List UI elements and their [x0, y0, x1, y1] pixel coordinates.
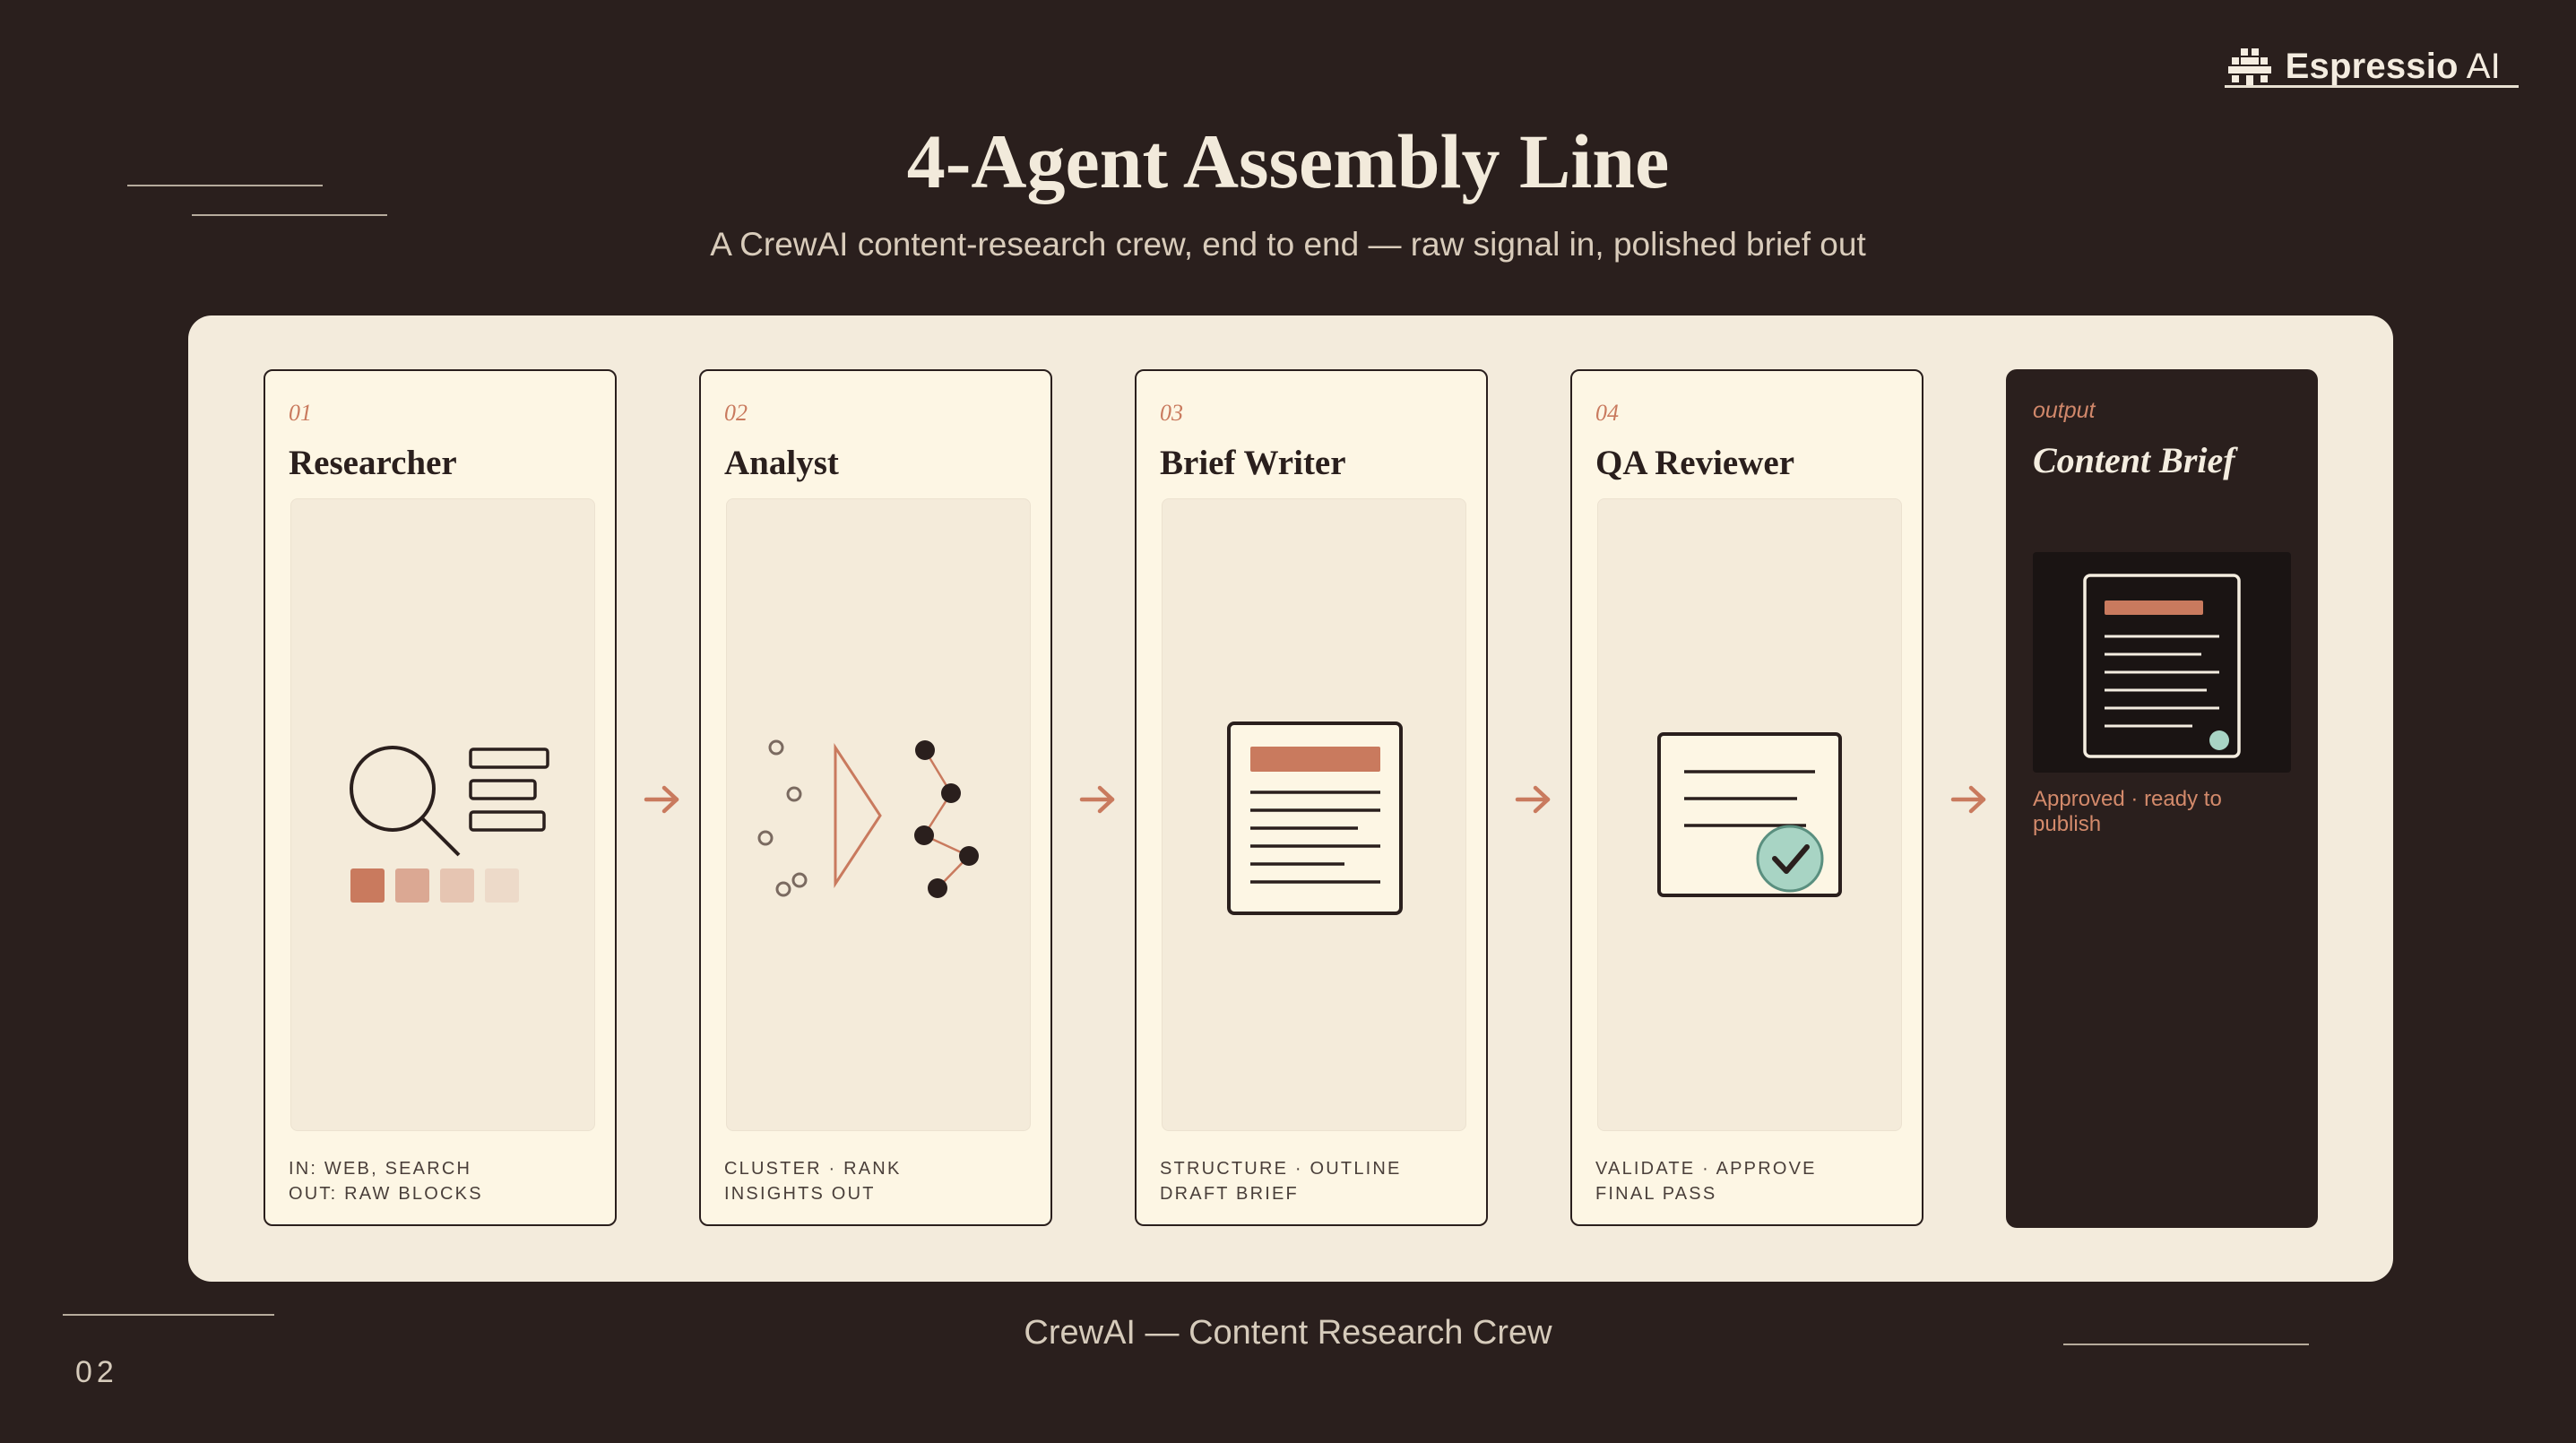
- agent-number: 03: [1160, 400, 1183, 426]
- agent-card-analyst: 02 Analyst: [699, 369, 1052, 1226]
- brand-name: Espressio AI: [2285, 47, 2501, 86]
- agent-number: 02: [724, 400, 748, 426]
- agent-io: VALIDATE · APPROVE FINAL PASS: [1595, 1156, 1817, 1206]
- agent-visual: [1597, 498, 1902, 1131]
- arrow-right-icon: [1515, 785, 1551, 814]
- output-name: Content Brief: [2033, 440, 2235, 480]
- agent-io-line: STRUCTURE · OUTLINE: [1160, 1159, 1402, 1179]
- arrow-right-icon: [1079, 785, 1115, 814]
- agent-visual: [1162, 498, 1466, 1131]
- agent-io-line: FINAL PASS: [1595, 1184, 1717, 1204]
- decorative-line: [192, 214, 387, 216]
- decorative-line: [63, 1314, 274, 1316]
- decorative-line: [2063, 1344, 2309, 1345]
- agent-io-line: CLUSTER · RANK: [724, 1159, 902, 1179]
- cluster-icon: [757, 739, 979, 898]
- page-number: 02: [75, 1355, 118, 1389]
- espressio-logo-icon: [2227, 48, 2271, 86]
- arrow-right-icon: [644, 785, 679, 814]
- decorative-line: [127, 185, 323, 186]
- agent-io: CLUSTER · RANK INSIGHTS OUT: [724, 1156, 902, 1206]
- brand-underline: [2225, 85, 2519, 88]
- output-visual: [2033, 552, 2291, 773]
- agent-io-line: DRAFT BRIEF: [1160, 1184, 1299, 1204]
- pipeline-board: 01 Researcher IN: WEB, SEARCH OUT: RAW B…: [188, 315, 2393, 1282]
- agent-name: Brief Writer: [1160, 444, 1346, 482]
- agent-io: STRUCTURE · OUTLINE DRAFT BRIEF: [1160, 1156, 1402, 1206]
- agent-visual: [726, 498, 1031, 1131]
- agent-io-line: INSIGHTS OUT: [724, 1184, 876, 1204]
- output-card: output Content Brief Approved · ready to…: [2006, 369, 2318, 1228]
- document-icon: [1227, 722, 1403, 915]
- output-status: Approved · ready to publish: [2033, 787, 2222, 836]
- approved-document-icon: [1657, 732, 1842, 897]
- agent-name: QA Reviewer: [1595, 444, 1795, 482]
- brand-logo: Espressio AI: [2227, 47, 2501, 87]
- page-subtitle: A CrewAI content-research crew, end to e…: [710, 226, 1866, 263]
- agent-number: 01: [289, 400, 312, 426]
- agent-visual: [290, 498, 595, 1131]
- arrow-right-icon: [1950, 785, 1986, 814]
- agent-io-line: VALIDATE · APPROVE: [1595, 1159, 1817, 1179]
- agent-io: IN: WEB, SEARCH OUT: RAW BLOCKS: [289, 1156, 483, 1206]
- content-brief-icon: [2083, 574, 2241, 758]
- page-title: 4-Agent Assembly Line: [906, 118, 1670, 204]
- agent-io-line: IN: WEB, SEARCH: [289, 1159, 472, 1179]
- agent-card-researcher: 01 Researcher IN: WEB, SEARCH OUT: RAW B…: [264, 369, 617, 1226]
- search-icon: [350, 746, 549, 903]
- agent-card-qa-reviewer: 04 QA Reviewer VALIDATE · APPROVE FINAL …: [1570, 369, 1923, 1226]
- agent-name: Analyst: [724, 444, 839, 482]
- footer-caption: CrewAI — Content Research Crew: [1024, 1314, 1552, 1352]
- agent-card-brief-writer: 03 Brief Writer STRUCTURE · OUTLINE DRAF…: [1135, 369, 1488, 1226]
- agent-number: 04: [1595, 400, 1619, 426]
- agent-io-line: OUT: RAW BLOCKS: [289, 1184, 483, 1204]
- output-kicker: output: [2033, 398, 2096, 423]
- agent-name: Researcher: [289, 444, 457, 482]
